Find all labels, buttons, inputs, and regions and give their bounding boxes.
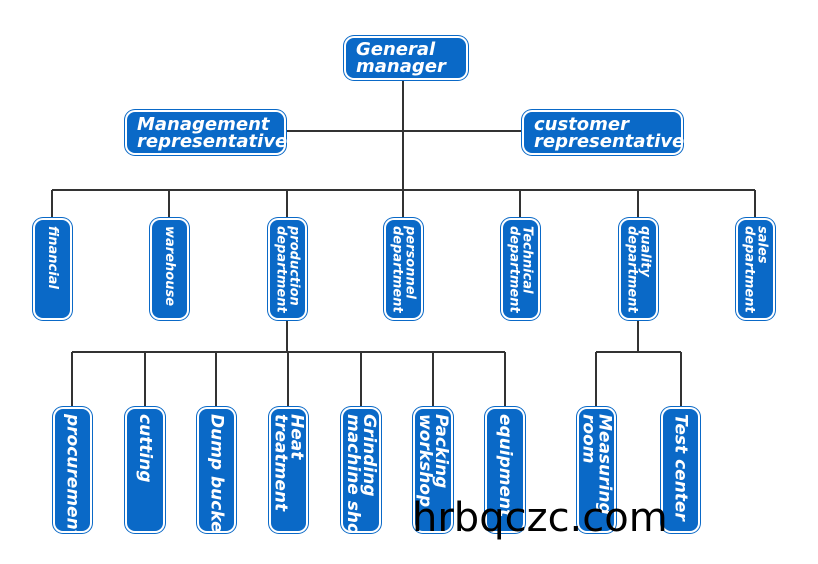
box-label-line: production [286,226,302,306]
box-label-line: department [273,226,289,313]
box-label-line: quality [637,226,653,277]
box-label-line: Heat [286,414,307,460]
box-label-line: department [389,226,405,313]
customer-representative-box: customer representative [524,112,685,153]
box-label-line: Management [137,113,270,135]
box-label-line: workshop [415,414,435,508]
box-label-line: sales [754,226,770,264]
warehouse-box: warehouse [152,220,187,318]
box-label-line: department [624,226,640,313]
box-label-line: Dump bucket [206,414,227,531]
technical-department-box: Technical department [503,220,538,318]
box-label-line: machine shop [343,414,363,531]
personnel-department-box: personnel department [386,220,421,318]
box-label-line: department [741,226,757,313]
box-label-line: procurement [62,414,83,531]
equipment-box: equipment [487,409,523,531]
box-label-line: Grinding [359,414,379,497]
box-label-line: representative [137,130,288,152]
box-label-line: Technical [519,226,535,294]
box-label-line: personnel [402,226,418,299]
grinding-machine-shop-box: Grinding machine shop [343,409,379,531]
watermark-text: hrbqczc.com [412,495,668,541]
dump-bucket-box: Dump bucket [199,409,234,531]
box-label-line: representative [534,130,685,152]
box-label-line: room [579,414,599,464]
cutting-box: cutting [127,409,163,531]
packing-workshop-box: Packing workshop [415,409,451,531]
quality-department-box: quality department [621,220,656,318]
box-label-line: Measuring [594,414,615,515]
financial-box: financial [35,220,70,318]
sales-department-box: sales department [738,220,773,318]
management-representative-box: Management representative [127,112,288,153]
box-label-line: General [356,39,436,60]
box-label-line: cutting [135,414,155,483]
box-label-line: treatment [271,414,291,512]
box-label-line: Packing [431,414,451,489]
box-label-line: customer [534,113,630,135]
measuring-room-box: Measuring room [579,409,614,531]
production-department-box: production department [270,220,305,318]
procurement-box: procurement [55,409,90,531]
box-label-line: warehouse [162,226,177,307]
box-label-line: equipment [495,414,515,518]
general-manager-box: General manager [346,38,466,78]
test-center-box: Test center [663,409,698,531]
box-label-line: department [506,226,522,313]
box-label-line: manager [356,56,446,77]
heat-treatment-box: Heat treatment [271,409,306,531]
box-label-line: financial [45,226,60,289]
box-label-line: Test center [670,414,691,521]
